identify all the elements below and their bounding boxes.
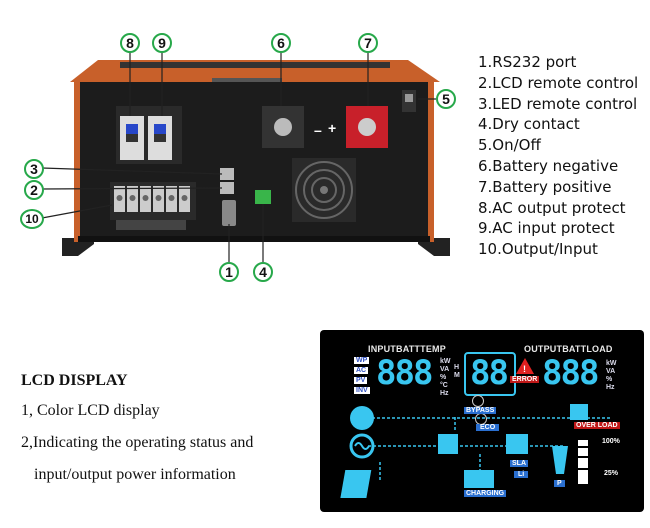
battery-minus-label: – xyxy=(314,122,322,138)
lcd-output-header: OUTPUTBATTLOAD xyxy=(524,344,613,354)
callout-3: 3 xyxy=(24,159,44,179)
legend-item-7: 7.Battery positive xyxy=(478,177,612,196)
lcd-eco-label: ECO xyxy=(476,424,500,431)
lcd-left-unit-c: °C xyxy=(440,382,448,389)
callout-9: 9 xyxy=(152,33,172,53)
lcd-100-pct: 100% xyxy=(602,438,620,445)
lcd-right-unit-kw: kW xyxy=(606,360,617,367)
legend-item-9: 9.AC input protect xyxy=(478,219,615,238)
callout-7: 7 xyxy=(358,33,378,53)
lcd-left-unit-hz: Hz xyxy=(440,390,449,397)
legend-item-10: 10.Output/Input xyxy=(478,240,598,259)
lcd-mode-inv: INV xyxy=(354,387,370,394)
legend-item-1: 1.RS232 port xyxy=(478,53,577,71)
lcd-p-label: P xyxy=(554,480,565,487)
lcd-li-label: Li xyxy=(514,471,529,478)
legend-item-5: 5.On/Off xyxy=(478,136,541,155)
lcd-warning-mark: ! xyxy=(523,364,526,374)
lcd-flow-diagram xyxy=(340,404,610,498)
legend-item-4: 4.Dry contact xyxy=(478,115,580,134)
lcd-right-units: kW VA % Hz xyxy=(606,360,617,392)
lcd-right-unit-va: VA xyxy=(606,368,616,375)
lcd-25-pct: 25% xyxy=(604,470,619,477)
callout-4: 4 xyxy=(253,262,273,282)
callout-1: 1 xyxy=(219,262,239,282)
lcd-left-unit-va: VA xyxy=(440,366,450,373)
lcd-hm: H M xyxy=(454,364,460,380)
lcd-sla-label: SLA xyxy=(510,460,528,467)
lcd-mode-ac: AC xyxy=(354,367,369,374)
lcd-left-unit-pct: % xyxy=(440,374,447,381)
lcd-mode-pv: PV xyxy=(354,377,368,384)
legend-item-8: 8.AC output protect xyxy=(478,198,626,217)
lcd-unit-h: H xyxy=(454,364,460,371)
callout-2: 2 xyxy=(24,180,44,200)
lcd-desc-line-3: input/output power information xyxy=(34,466,236,483)
inverter-illustration xyxy=(41,52,450,262)
lcd-error-label: ERROR xyxy=(510,376,540,383)
lcd-mode-wp: WP xyxy=(354,357,370,364)
lcd-desc-line-2: 2,Indicating the operating status and xyxy=(21,434,254,451)
lcd-right-unit-hz: Hz xyxy=(606,384,615,391)
callout-8: 8 xyxy=(120,33,140,53)
lcd-left-units: kW VA % °C Hz xyxy=(440,358,451,398)
lcd-overload-label: OVER LOAD xyxy=(574,422,620,429)
lcd-desc-line-1: 1, Color LCD display xyxy=(21,402,160,419)
lcd-digits-left: 888 xyxy=(376,353,433,393)
lcd-digits-mid: 88 xyxy=(470,353,509,393)
callout-5: 5 xyxy=(436,89,456,109)
lcd-mid-frame xyxy=(464,352,516,396)
lcd-input-header: INPUTBATTTEMP xyxy=(368,344,446,354)
lcd-digits-right: 888 xyxy=(542,353,599,393)
callout-6: 6 xyxy=(271,33,291,53)
battery-plus-label: + xyxy=(328,120,337,136)
lcd-unit-m: M xyxy=(454,372,460,379)
legend-item-6: 6.Battery negative xyxy=(478,156,619,175)
lcd-left-unit-kw: kW xyxy=(440,358,451,365)
lcd-right-unit-pct: % xyxy=(606,376,613,383)
lcd-panel: INPUTBATTTEMP OUTPUTBATTLOAD WP AC PV IN… xyxy=(320,330,644,512)
legend-item-2: 2.LCD remote control xyxy=(478,73,639,92)
lcd-bypass-label: BYPASS xyxy=(464,407,497,414)
warning-icon xyxy=(516,358,534,374)
lcd-section-title: LCD DISPLAY xyxy=(21,372,128,389)
legend-item-3: 3.LED remote control xyxy=(478,94,638,113)
port-legend: 1.RS232 port 2.LCD remote control 3.LED … xyxy=(478,52,638,260)
lcd-charging-label: CHARGING xyxy=(464,490,507,497)
callout-10: 10 xyxy=(20,209,44,229)
